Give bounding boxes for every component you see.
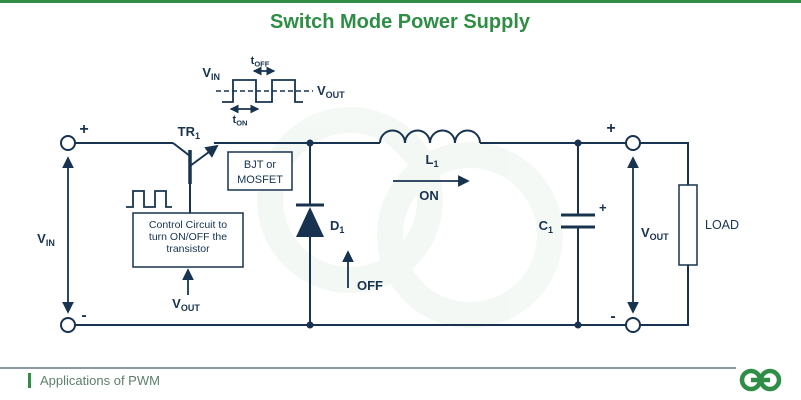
transistor-type-box: BJT or MOSFET	[227, 151, 293, 191]
diode-triangle	[296, 207, 324, 237]
inductor-coil	[379, 129, 481, 144]
input-negative-terminal	[60, 317, 76, 333]
output-positive-terminal	[625, 135, 641, 151]
geeksforgeeks-logo-icon	[739, 368, 782, 392]
capacitor-plus-sign: +	[599, 200, 607, 215]
control-box	[132, 212, 244, 268]
pwm-waveform: VIN VOUT tOFF tON	[202, 55, 345, 128]
page-title: Switch Mode Power Supply	[270, 11, 531, 33]
control-box-line3: transistor	[166, 243, 210, 255]
load-resistor	[678, 184, 698, 266]
vout-label: VOUT	[641, 225, 669, 242]
l1-label: L1	[426, 152, 439, 169]
control-circuit-block: Control Circuit to turn ON/OFF the trans…	[126, 190, 244, 313]
c1-label: C1	[539, 218, 553, 235]
control-box-line2: turn ON/OFF the	[149, 231, 227, 243]
output-plus-sign: +	[606, 120, 615, 137]
square-wave	[222, 79, 303, 103]
transistor-type-line1: BJT or	[244, 159, 277, 171]
input-minus-sign: -	[81, 307, 86, 324]
control-pulse-icon	[126, 190, 172, 208]
ton-label: tON	[233, 114, 248, 128]
transistor-type-line2: MOSFET	[237, 174, 283, 186]
input-plus-sign: +	[79, 121, 88, 138]
control-box-line1: Control Circuit to	[149, 219, 227, 231]
waveform-vin-label: VIN	[202, 65, 220, 82]
footer-caption: Applications of PWM	[40, 373, 160, 388]
transistor-arrow	[189, 144, 219, 167]
circuit-wires	[75, 129, 698, 329]
output-negative-terminal	[625, 317, 641, 333]
toff-label: tOFF	[251, 55, 270, 69]
d1-label: D1	[330, 218, 344, 235]
vin-label: VIN	[37, 231, 55, 248]
control-vout-label: VOUT	[172, 296, 200, 313]
on-label: ON	[419, 188, 439, 203]
off-label: OFF	[357, 278, 383, 293]
footer-accent-tick	[28, 373, 31, 388]
waveform-vout-label: VOUT	[317, 83, 345, 100]
input-positive-terminal	[60, 135, 76, 151]
watermark-logo	[257, 107, 563, 328]
load-label: LOAD	[705, 218, 739, 232]
terminals	[60, 135, 641, 333]
footer: Applications of PWM	[0, 367, 782, 392]
tr1-label: TR1	[178, 124, 200, 141]
top-accent-bar	[0, 0, 801, 3]
output-minus-sign: -	[610, 308, 615, 325]
